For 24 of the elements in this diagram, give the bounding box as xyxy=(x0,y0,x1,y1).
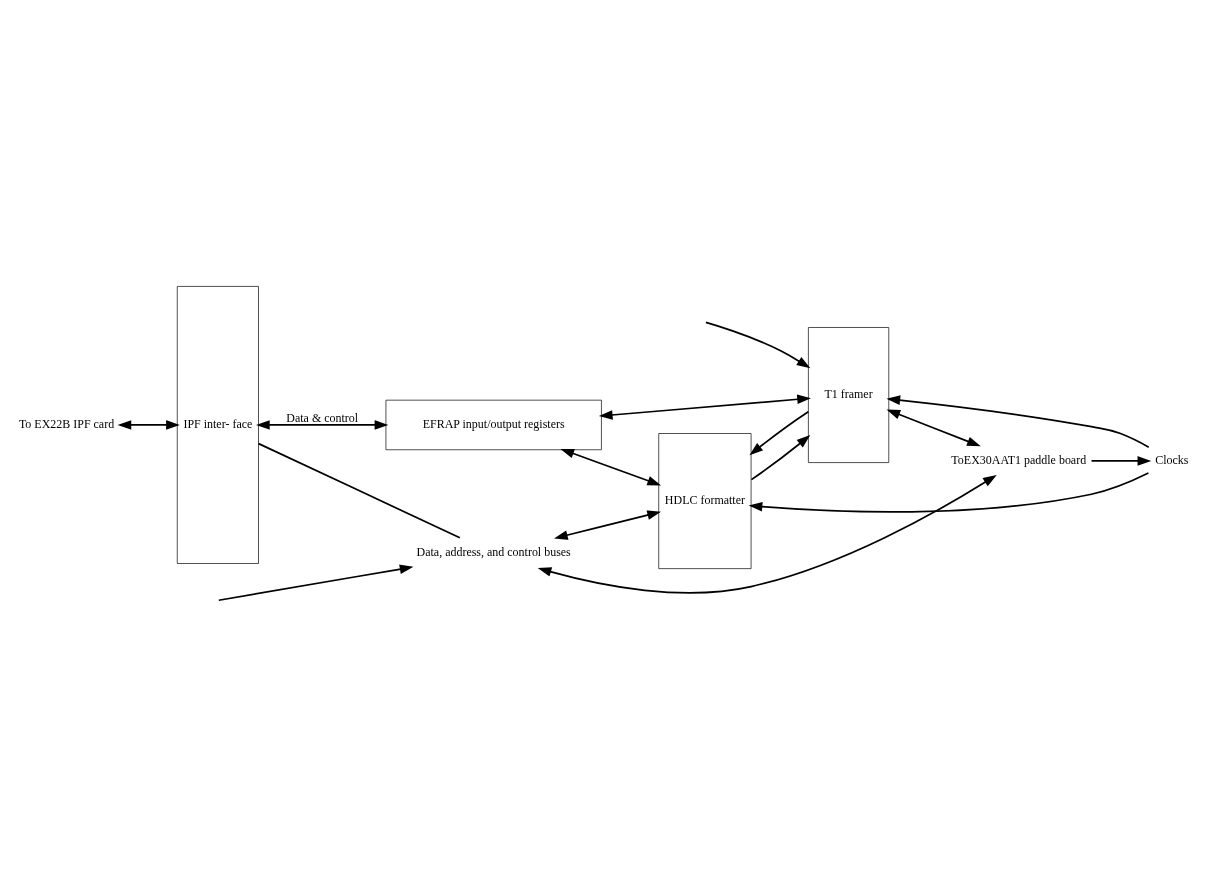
arrow xyxy=(886,409,981,446)
arrow xyxy=(748,471,1150,513)
arrow xyxy=(217,563,414,601)
edge-label: Data & control xyxy=(286,410,359,425)
node-text: Data, address, and control buses xyxy=(416,544,571,559)
node-box: T1 framer xyxy=(808,326,890,463)
arrow xyxy=(750,434,811,480)
node-text: To EX22B IPF card xyxy=(18,416,115,431)
arrow xyxy=(117,419,180,430)
connector xyxy=(257,442,461,539)
node-box: HDLC formatter xyxy=(658,432,752,569)
node-text: ToEX30AAT1 paddle board xyxy=(951,452,1087,467)
node-box: IPF inter- face xyxy=(176,285,259,564)
node-text: Clocks xyxy=(1155,452,1189,467)
arrow xyxy=(537,474,997,594)
arrow xyxy=(886,394,1150,448)
arrow xyxy=(1090,455,1152,466)
arrow xyxy=(598,394,811,420)
arrow xyxy=(705,321,811,368)
node-box: EFRAP input/output registers xyxy=(385,399,602,450)
arrow xyxy=(256,419,389,430)
arrow xyxy=(560,448,662,485)
arrow xyxy=(749,410,810,455)
arrow xyxy=(554,509,661,540)
